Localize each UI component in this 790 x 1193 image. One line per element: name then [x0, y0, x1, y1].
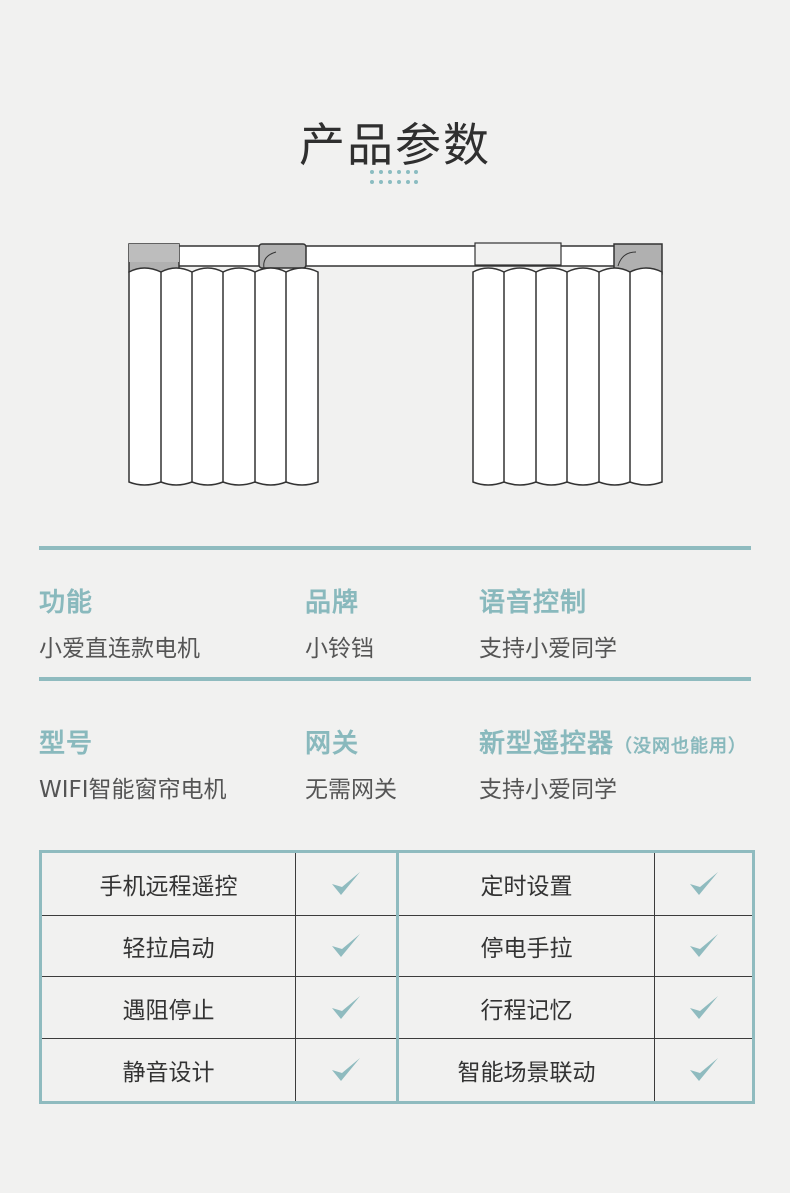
feature-table: 手机远程遥控 定时设置 轻拉启动 停电手拉 遇阻停止 行程记忆 静音设计 智能场… — [39, 850, 755, 1104]
feature-check — [295, 914, 399, 978]
check-icon — [332, 995, 360, 1019]
divider-middle — [39, 677, 751, 681]
spec-label: 品牌 — [305, 588, 360, 618]
feature-check — [654, 851, 754, 916]
decorative-dots — [370, 170, 418, 188]
table-row: 手机远程遥控 定时设置 — [40, 851, 754, 916]
feature-check — [295, 851, 399, 916]
curtain-illustration — [128, 242, 663, 486]
page-title: 产品参数 — [299, 117, 491, 172]
check-icon — [332, 1058, 360, 1082]
spec-model: 型号 WIFI智能窗帘电机 — [39, 723, 227, 804]
table-row: 轻拉启动 停电手拉 — [40, 914, 754, 978]
feature-check — [295, 1038, 399, 1103]
spec-label: 型号 — [39, 729, 94, 759]
feature-check — [654, 914, 754, 978]
feature-label: 停电手拉 — [397, 914, 655, 978]
spec-label: 新型遥控器 — [479, 729, 615, 759]
feature-label: 轻拉启动 — [40, 914, 296, 978]
spec-value: 无需网关 — [305, 777, 397, 803]
table-row: 遇阻停止 行程记忆 — [40, 976, 754, 1040]
check-icon — [689, 1058, 718, 1082]
table-row: 静音设计 智能场景联动 — [40, 1038, 754, 1103]
spec-gateway: 网关 无需网关 — [305, 723, 397, 804]
feature-check — [654, 976, 754, 1040]
spec-value: 小爱直连款电机 — [39, 636, 200, 662]
spec-label: 网关 — [305, 729, 360, 759]
spec-note: （没网也能用） — [614, 736, 748, 757]
divider-top — [39, 546, 751, 550]
spec-voice-control: 语音控制 支持小爱同学 — [479, 582, 617, 663]
spec-value: WIFI智能窗帘电机 — [39, 777, 227, 803]
spec-value: 支持小爱同学 — [479, 777, 617, 803]
check-icon — [332, 934, 360, 958]
spec-brand: 品牌 小铃铛 — [305, 582, 374, 663]
spec-remote: 新型遥控器（没网也能用） 支持小爱同学 — [479, 723, 747, 804]
feature-label: 手机远程遥控 — [40, 851, 296, 916]
feature-label: 遇阻停止 — [40, 976, 296, 1040]
feature-label: 智能场景联动 — [397, 1038, 655, 1103]
feature-label: 定时设置 — [397, 851, 655, 916]
check-icon — [689, 871, 718, 895]
check-icon — [332, 871, 360, 895]
spec-label: 功能 — [39, 588, 94, 618]
spec-value: 支持小爱同学 — [479, 636, 617, 662]
check-icon — [689, 934, 718, 958]
spec-label: 语音控制 — [479, 588, 588, 618]
spec-value: 小铃铛 — [305, 636, 374, 662]
check-icon — [689, 995, 718, 1019]
spec-function: 功能 小爱直连款电机 — [39, 582, 200, 663]
feature-check — [654, 1038, 754, 1103]
feature-check — [295, 976, 399, 1040]
feature-label: 行程记忆 — [397, 976, 655, 1040]
feature-label: 静音设计 — [40, 1038, 296, 1103]
